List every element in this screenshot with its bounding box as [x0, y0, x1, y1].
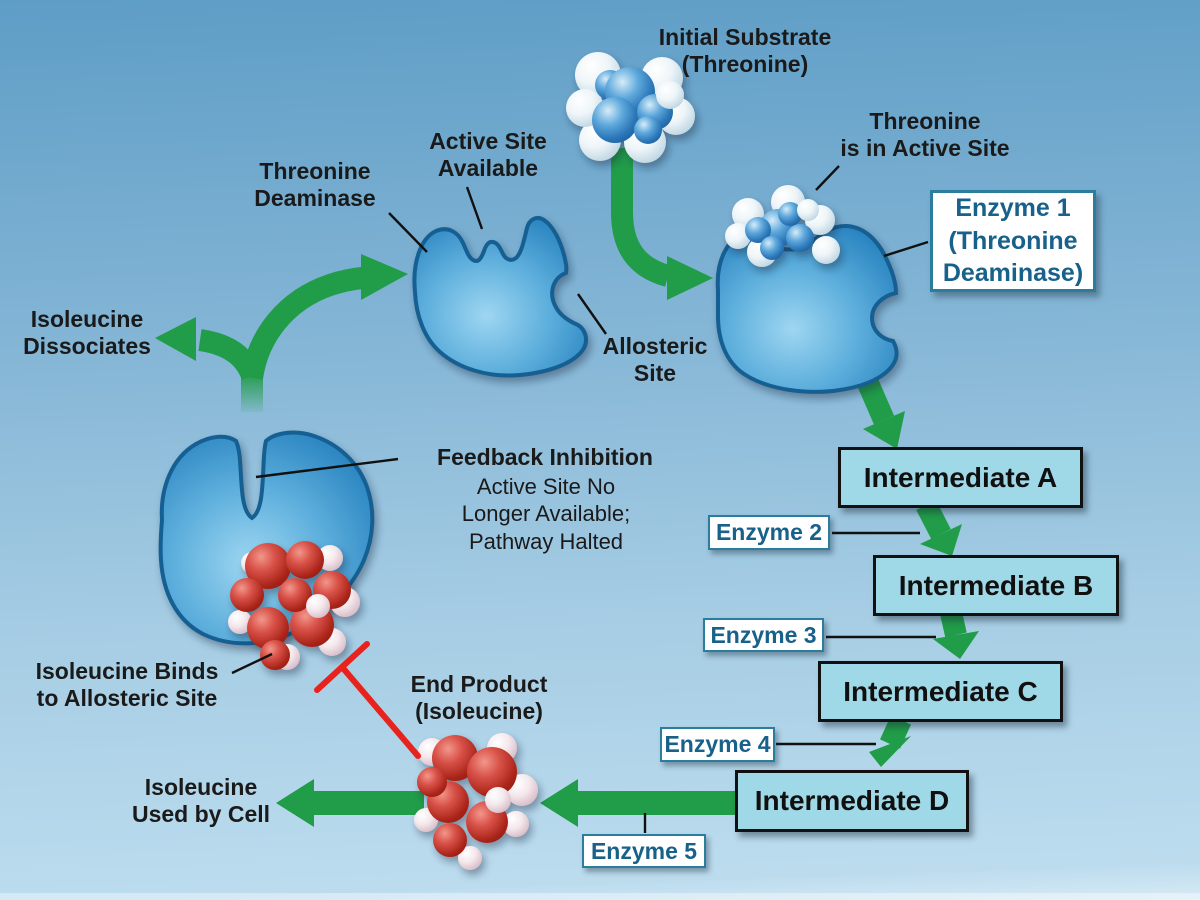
- enzyme2-box: Enzyme 2: [708, 515, 830, 550]
- leader-enzyme1: [883, 240, 929, 258]
- isoleucine-molecule-bound: [228, 541, 360, 670]
- leader-lines: [231, 165, 936, 833]
- intermediate-a-box: Intermediate A: [838, 447, 1083, 508]
- enzyme4-box: Enzyme 4: [660, 727, 775, 762]
- isoleucine-dissociates-label: Isoleucine Dissociates: [23, 306, 151, 360]
- threonine-deaminase-label: Threonine Deaminase: [254, 158, 376, 212]
- allosteric-site-label: Allosteric Site: [602, 333, 708, 387]
- threonine-molecule-free: [566, 52, 695, 163]
- recycle-y-arrow: [155, 254, 408, 412]
- leader-threonine-active: [815, 165, 840, 191]
- feedback-inhibition-subtext: Active Site No Longer Available; Pathway…: [461, 474, 631, 554]
- leader-threonine-deaminase: [388, 212, 428, 253]
- enzyme-blob-with-substrate: [715, 223, 899, 394]
- d-to-endproduct-arrow: [540, 779, 740, 827]
- arrowhead-right: [361, 254, 408, 300]
- end-product-label: End Product (Isoleucine): [410, 671, 548, 725]
- substrate-to-enzyme-arrow: [611, 148, 713, 300]
- leader-feedback: [255, 457, 399, 479]
- isoleucine-used-label: Isoleucine Used by Cell: [131, 774, 271, 828]
- endproduct-to-cell-arrow: [276, 779, 424, 827]
- enzyme-blob-free: [412, 216, 588, 378]
- leader-allosteric-site: [577, 293, 607, 335]
- arrowhead-left: [155, 317, 196, 361]
- feedback-inhibition-title: Feedback Inhibition: [437, 444, 653, 470]
- inhibition-tbar: [314, 641, 421, 759]
- enzyme3-box: Enzyme 3: [703, 618, 824, 652]
- intermediate-b-box: Intermediate B: [873, 555, 1119, 616]
- b-to-c-arrow: [933, 610, 979, 659]
- isoleucine-binds-label: Isoleucine Binds to Allosteric Site: [35, 658, 219, 712]
- threonine-molecule-bound: [725, 185, 840, 267]
- leader-active-site: [465, 186, 484, 230]
- intermediate-c-box: Intermediate C: [818, 661, 1063, 722]
- c-to-d-arrow: [869, 715, 911, 767]
- enzyme5-box: Enzyme 5: [582, 834, 706, 868]
- leader-isoleucine-binds: [231, 652, 273, 675]
- enzyme1-callout-box: Enzyme 1 (Threonine Deaminase): [930, 190, 1096, 292]
- initial-substrate-label: Initial Substrate (Threonine): [658, 24, 832, 78]
- threonine-in-active-site-label: Threonine is in Active Site: [840, 108, 1010, 162]
- a-to-b-arrow: [916, 499, 962, 556]
- isoleucine-molecule-endproduct: [414, 733, 538, 870]
- active-site-available-label: Active Site Available: [429, 128, 547, 182]
- intermediate-d-box: Intermediate D: [735, 770, 969, 832]
- bottom-edge-strip: [0, 893, 1200, 900]
